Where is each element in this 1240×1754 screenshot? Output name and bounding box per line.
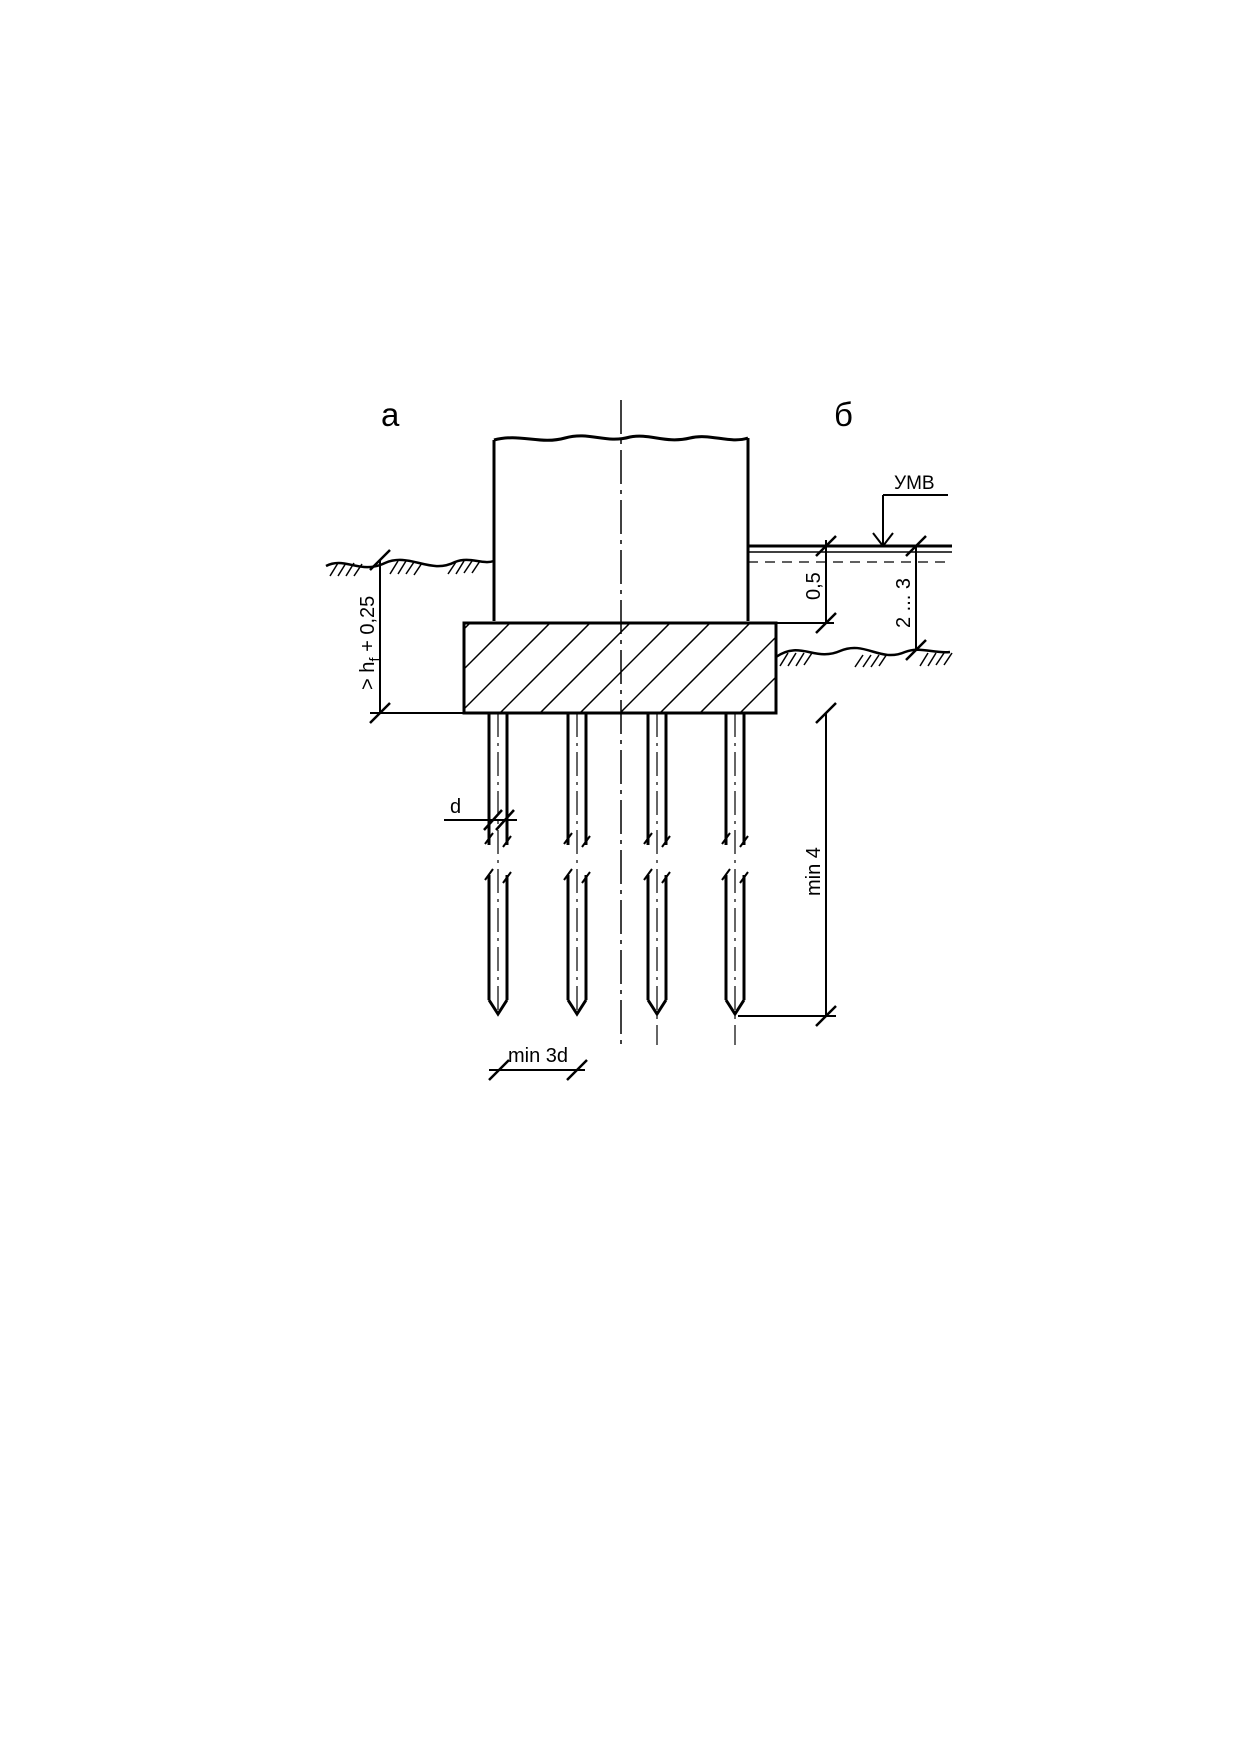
dimension-pile-spacing	[488, 1059, 588, 1081]
dimension-pile-diameter	[444, 809, 517, 831]
pile-3	[643, 713, 671, 1045]
dimension-pile-diameter-label: d	[450, 796, 461, 818]
water-level-lines	[748, 544, 952, 563]
column	[492, 434, 750, 621]
dimension-left-depth-label: > hf + 0,25	[357, 596, 384, 690]
pile-1	[484, 713, 512, 1017]
dimension-pile-length-label: min 4	[803, 847, 825, 896]
dimension-2-3	[905, 535, 927, 661]
pile-cap	[462, 621, 778, 715]
dimension-2-3-label: 2 ... 3	[893, 578, 915, 628]
pile-4	[721, 713, 749, 1045]
dimension-pile-spacing-label: min 3d	[508, 1045, 568, 1067]
ground-left	[325, 558, 495, 577]
water-level-label: УМВ	[894, 473, 935, 494]
ground-right	[775, 646, 953, 668]
dimension-05	[776, 535, 837, 634]
piles	[484, 713, 749, 1045]
dimension-05-label: 0,5	[803, 572, 825, 600]
panel-label-b: б	[834, 396, 853, 433]
pile-2	[563, 713, 591, 1017]
dimension-left-depth	[369, 549, 776, 724]
panel-label-a: а	[381, 396, 400, 433]
dimension-pile-length	[738, 702, 837, 1027]
water-level-marker	[872, 494, 948, 547]
